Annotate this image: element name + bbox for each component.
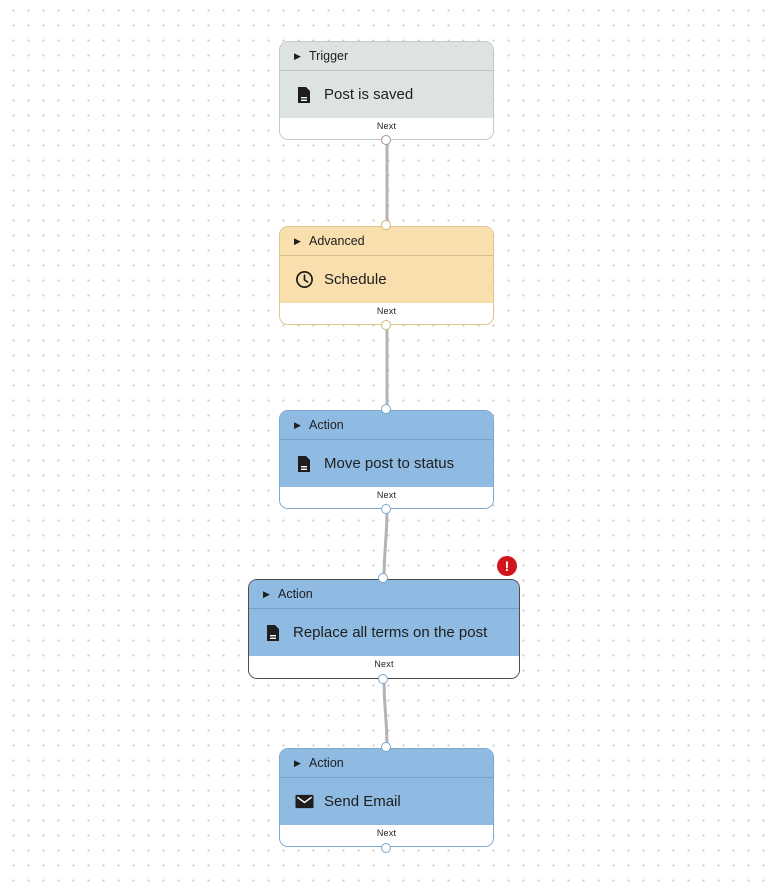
node-title: Schedule xyxy=(324,271,387,288)
expand-caret-icon[interactable]: ▶ xyxy=(294,419,301,430)
next-label: Next xyxy=(376,828,397,838)
node-category: Action xyxy=(309,756,344,770)
input-port[interactable] xyxy=(378,573,388,583)
node-footer: Next xyxy=(249,656,519,678)
next-label: Next xyxy=(376,490,397,500)
node-body[interactable]: Replace all terms on the post xyxy=(249,609,519,656)
node-footer: Next xyxy=(280,825,493,846)
document-icon xyxy=(294,454,314,474)
expand-caret-icon[interactable]: ▶ xyxy=(294,50,301,61)
input-port[interactable] xyxy=(381,404,391,414)
node-category: Action xyxy=(278,587,313,601)
node-title: Post is saved xyxy=(324,86,414,103)
output-port[interactable] xyxy=(378,674,388,684)
expand-caret-icon[interactable]: ▶ xyxy=(294,235,301,246)
node-footer: Next xyxy=(280,303,493,324)
document-icon xyxy=(263,623,283,643)
input-port[interactable] xyxy=(381,742,391,752)
node-header[interactable]: ▶ Action xyxy=(280,749,493,778)
connector-edge[interactable] xyxy=(382,678,389,749)
node-trigger[interactable]: ▶ Trigger Post is saved Next xyxy=(279,41,494,140)
node-body[interactable]: Post is saved xyxy=(280,71,493,118)
clock-icon xyxy=(294,270,314,290)
error-alert-icon[interactable]: ! xyxy=(497,556,517,576)
node-header[interactable]: ▶ Action xyxy=(280,411,493,440)
node-title: Replace all terms on the post xyxy=(293,624,488,641)
next-label: Next xyxy=(376,121,397,131)
connector-edge[interactable] xyxy=(382,508,389,580)
node-title: Send Email xyxy=(324,793,401,810)
node-action-move-post[interactable]: ▶ Action Move post to status Next xyxy=(279,410,494,509)
next-label: Next xyxy=(374,659,394,669)
node-advanced[interactable]: ▶ Advanced Schedule Next xyxy=(279,226,494,325)
output-port[interactable] xyxy=(381,135,391,145)
node-category: Action xyxy=(309,418,344,432)
node-header[interactable]: ▶ Advanced xyxy=(280,227,493,256)
node-category: Advanced xyxy=(309,234,365,248)
input-port[interactable] xyxy=(381,220,391,230)
output-port[interactable] xyxy=(381,843,391,853)
node-action-send-email[interactable]: ▶ Action Send Email Next xyxy=(279,748,494,847)
output-port[interactable] xyxy=(381,504,391,514)
envelope-icon xyxy=(294,792,314,812)
expand-caret-icon[interactable]: ▶ xyxy=(294,757,301,768)
expand-caret-icon[interactable]: ▶ xyxy=(263,588,270,599)
node-body[interactable]: Schedule xyxy=(280,256,493,303)
document-icon xyxy=(294,85,314,105)
node-action-replace-terms[interactable]: ▶ Action Replace all terms on the post N… xyxy=(248,579,520,679)
node-header[interactable]: ▶ Trigger xyxy=(280,42,493,71)
node-header[interactable]: ▶ Action xyxy=(249,580,519,609)
node-body[interactable]: Move post to status xyxy=(280,440,493,487)
node-title: Move post to status xyxy=(324,455,455,472)
output-port[interactable] xyxy=(381,320,391,330)
next-label: Next xyxy=(376,306,397,316)
node-footer: Next xyxy=(280,487,493,508)
node-category: Trigger xyxy=(309,49,349,63)
node-footer: Next xyxy=(280,118,493,139)
node-body[interactable]: Send Email xyxy=(280,778,493,825)
